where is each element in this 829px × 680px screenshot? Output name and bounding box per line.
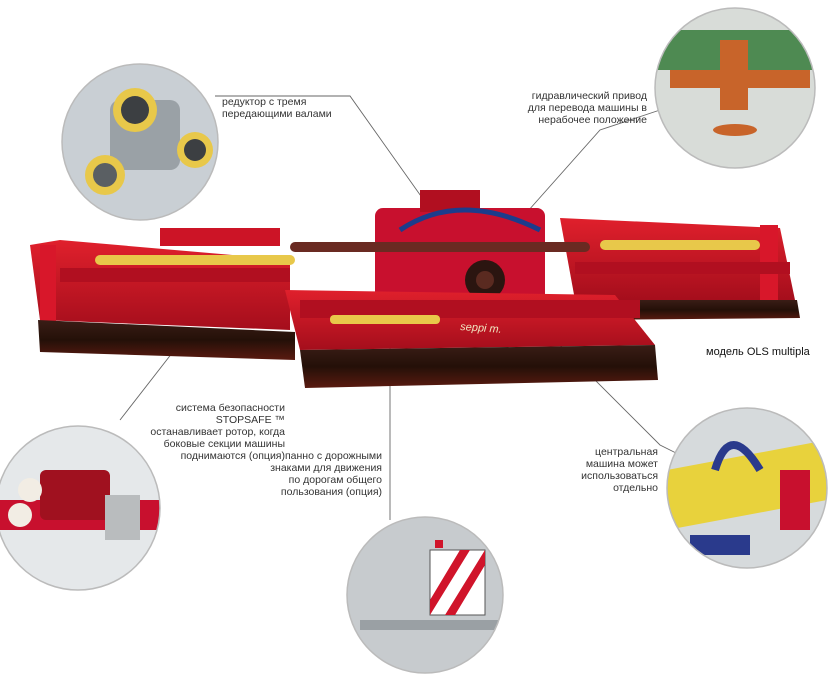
detail-central: [667, 408, 827, 568]
detail-road-sign: [347, 517, 503, 673]
callout-central: центральная машина может использоваться …: [581, 446, 658, 494]
machine-decal: seppi m.: [460, 321, 502, 336]
callout-road-sign: панно с дорожными знаками для движения п…: [270, 450, 382, 498]
detail-hydraulic: [655, 8, 815, 168]
detail-stopsafe: [0, 426, 160, 590]
callout-hydraulic: гидравлический привод для перевода машин…: [527, 90, 647, 126]
leader-gearbox: [215, 95, 446, 231]
leader-hydraulic: [519, 109, 661, 221]
central-mower: seppi m.: [285, 290, 658, 388]
left-wing: [30, 228, 295, 360]
callout-stopsafe: система безопасности STOPSAFE ™ останавл…: [150, 402, 285, 462]
central-frame: [290, 190, 590, 303]
detail-gearbox: [62, 64, 218, 220]
model-label: модель OLS multipla: [706, 346, 810, 358]
callout-gearbox: редуктор с тремя передающими валами: [222, 96, 332, 120]
mulcher-machine: seppi m.: [30, 190, 800, 388]
